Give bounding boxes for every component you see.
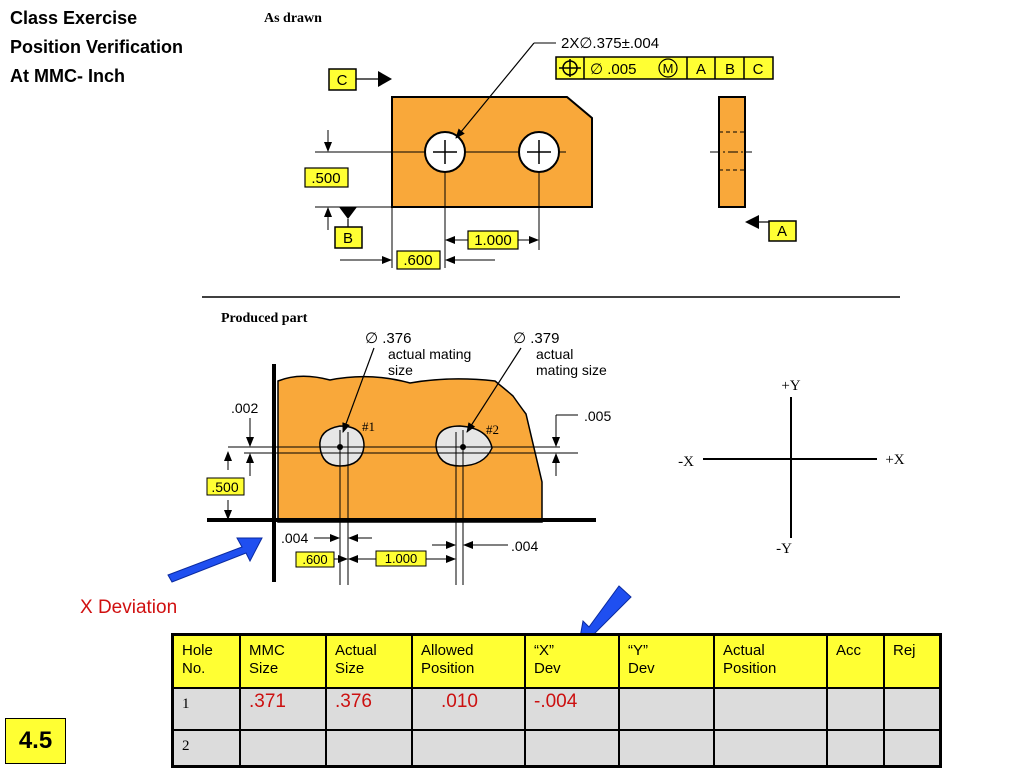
cell-x-dev: [524, 729, 620, 768]
cell-allowed-position: [411, 729, 526, 768]
cell-y-dev: [618, 687, 715, 731]
dev-x-2: .004: [511, 538, 538, 554]
cell-rej: [883, 687, 942, 731]
header-y-dev: “Y”Dev: [618, 633, 715, 689]
cell-y-dev: [618, 729, 715, 768]
datum-a-triangle-icon: [745, 215, 759, 229]
cell-allowed-position: .010: [411, 687, 526, 731]
dev-y-2: .005: [584, 408, 611, 424]
minus-y-label: -Y: [776, 541, 792, 557]
cell-x-dev: -.004: [524, 687, 620, 731]
produced-dim-600: .600: [302, 552, 327, 567]
fcf-datum-a: A: [696, 61, 706, 78]
x-deviation-label: X Deviation: [80, 597, 178, 618]
plus-x-label: +X: [885, 452, 904, 468]
hole-1-size: ∅ .376: [365, 330, 411, 347]
dev-x-1: .004: [281, 530, 308, 546]
cell-hole-no: 1: [171, 687, 241, 731]
hole-1-note-line-1: actual mating: [388, 346, 471, 362]
as-drawn-dim-1000: 1.000: [474, 232, 512, 249]
cell-actual-position: [713, 729, 828, 768]
hole-2-size: ∅ .379: [513, 330, 559, 347]
title-line-2: Position Verification: [10, 37, 184, 57]
hole-1-label: #1: [362, 419, 375, 434]
title-line-1: Class Exercise: [10, 8, 138, 28]
cell-acc: [826, 687, 885, 731]
title-line-3: At MMC- Inch: [10, 66, 125, 86]
datum-c-label: C: [337, 72, 348, 89]
produced-dim-1000: 1.000: [385, 551, 418, 566]
header-rej: Rej: [883, 633, 942, 689]
produced-part-heading: Produced part: [221, 311, 308, 326]
cell-mmc-size: [239, 729, 327, 768]
datum-b-triangle-icon: [339, 207, 357, 219]
cell-actual-size: [325, 729, 413, 768]
fcf-modifier: M: [663, 61, 674, 76]
table-row: 2: [171, 729, 942, 768]
as-drawn-heading: As drawn: [264, 11, 322, 26]
cell-mmc-size: .371: [239, 687, 327, 731]
as-drawn-dim-1000-box: [467, 230, 519, 250]
header-acc: Acc: [826, 633, 885, 689]
mmc-modifier-icon: [658, 58, 678, 78]
x-deviation-arrow-1-icon: [167, 537, 263, 583]
datum-c-triangle-icon: [378, 71, 392, 87]
header-x-dev: “X”Dev: [524, 633, 620, 689]
feature-control-frame: ∅ .005 M A B C: [555, 56, 774, 80]
cell-rej: [883, 729, 942, 768]
fcf-datum-b: B: [725, 61, 735, 78]
hole-2-note-line-1: actual: [536, 346, 573, 362]
datum-a-label: A: [777, 223, 787, 240]
as-drawn-dim-600: .600: [403, 252, 432, 269]
hole-1-note-line-2: size: [388, 362, 413, 378]
fcf-datum-c: C: [753, 61, 764, 78]
as-drawn-dim-600-box: [396, 250, 441, 270]
as-drawn-dim-500-box: [304, 167, 349, 188]
datum-b-label: B: [343, 230, 353, 247]
produced-dim-500: .500: [211, 479, 238, 495]
cell-actual-position: [713, 687, 828, 731]
as-drawn-dim-500: .500: [311, 170, 340, 187]
plus-y-label: +Y: [781, 378, 800, 394]
datum-b-box: [334, 226, 363, 249]
hole-2-label: #2: [486, 422, 499, 437]
produced-part: [277, 375, 543, 523]
table-row: 1 .371 .376 .010 -.004: [171, 687, 942, 731]
datum-a-box: [768, 220, 797, 242]
cell-hole-no: 2: [171, 729, 241, 768]
hole-callout: 2X∅.375±.004: [561, 35, 659, 52]
fcf-tolerance: ∅ .005: [590, 61, 636, 78]
minus-x-label: -X: [678, 454, 694, 470]
slide-number: 4.5: [5, 718, 66, 764]
cell-actual-size: .376: [325, 687, 413, 731]
cell-acc: [826, 729, 885, 768]
hole-2-note-line-2: mating size: [536, 362, 607, 378]
dev-y-1: .002: [231, 400, 258, 416]
produced-dim-500-box: [206, 477, 245, 496]
